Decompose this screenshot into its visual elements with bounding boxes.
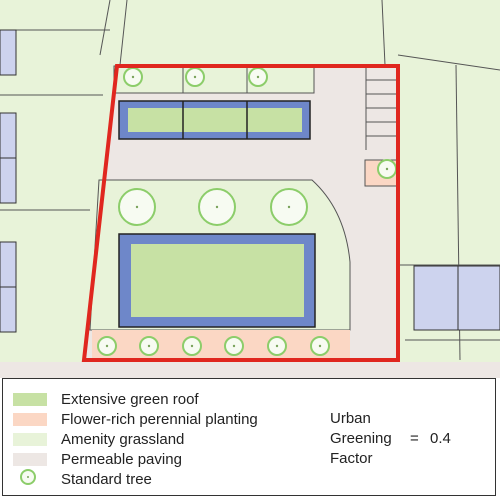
- trees: [97, 67, 397, 356]
- legend-item-flower-planting: Flower-rich perennial planting: [13, 409, 258, 429]
- legend-label: Standard tree: [61, 470, 152, 488]
- tree-trunk-dot: [232, 344, 236, 348]
- grass-strip-top: [113, 65, 315, 94]
- tree-trunk-dot: [287, 205, 291, 209]
- site-plan-map: [0, 0, 500, 378]
- tree-trunk-dot: [318, 344, 322, 348]
- steps: [365, 66, 398, 150]
- tree-trunk-dot: [275, 344, 279, 348]
- tree-trunk-dot: [215, 205, 219, 209]
- tree-trunk-dot: [193, 75, 197, 79]
- tree-trunk-dot: [131, 75, 135, 79]
- ugf-line-greening: Greening: [330, 430, 392, 447]
- legend-label: Permeable paving: [61, 450, 182, 468]
- permeable-paving-swatch: [13, 452, 47, 466]
- extensive-green-roof: [131, 244, 304, 317]
- legend-item-standard-tree: Standard tree: [13, 469, 152, 489]
- ugf-value: 0.4: [430, 430, 451, 447]
- legend-label: Extensive green roof: [61, 390, 199, 408]
- green-roof-swatch: [13, 392, 47, 406]
- flower-planting-swatch: [13, 412, 47, 426]
- ugf-line-urban: Urban: [330, 410, 371, 427]
- tree-trunk-dot: [135, 205, 139, 209]
- tree-trunk-dot: [190, 344, 194, 348]
- legend: Extensive green roof Flower-rich perenni…: [2, 378, 496, 496]
- tree-trunk-dot: [147, 344, 151, 348]
- tree-trunk-dot: [105, 344, 109, 348]
- ugf-line-factor: Factor: [330, 450, 373, 467]
- site-boundary: [81, 64, 400, 362]
- legend-item-amenity-grassland: Amenity grassland: [13, 429, 184, 449]
- legend-label: Amenity grassland: [61, 430, 185, 448]
- legend-item-permeable-paving: Permeable paving: [13, 449, 182, 469]
- amenity-grassland-swatch: [13, 432, 47, 446]
- legend-label: Flower-rich perennial planting: [61, 410, 258, 428]
- tree-circle-icon: [13, 469, 47, 489]
- legend-item-green-roof: Extensive green roof: [13, 389, 199, 409]
- road-strip: [0, 362, 500, 378]
- flower-planting-strip: [92, 330, 350, 360]
- extensive-green-roof: [128, 108, 302, 132]
- ugf-equals: =: [410, 430, 419, 447]
- tree-trunk-dot: [256, 75, 260, 79]
- tree-trunk-dot: [385, 167, 389, 171]
- neighbour-buildings: [0, 29, 500, 333]
